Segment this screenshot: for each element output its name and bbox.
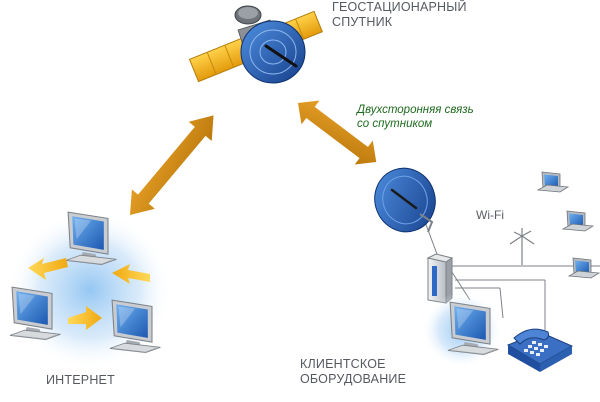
laptop-icon bbox=[568, 257, 600, 279]
link-arrow-internet bbox=[118, 105, 226, 225]
link-note: Двухсторонняя связь со спутником bbox=[357, 103, 474, 131]
wifi-label: Wi-Fi bbox=[476, 208, 504, 222]
satellite-label: ГЕОСТАЦИОНАРНЫЙ СПУТНИК bbox=[332, 0, 467, 30]
phone-icon bbox=[506, 328, 574, 372]
exchange-arrows bbox=[28, 258, 150, 330]
client-label-line2: ОБОРУДОВАНИЕ bbox=[300, 372, 407, 386]
link-note-line1: Двухсторонняя связь bbox=[357, 104, 474, 116]
laptop-icon bbox=[562, 210, 594, 232]
client-label: КЛИЕНТСКОЕ ОБОРУДОВАНИЕ bbox=[300, 357, 406, 387]
antenna-icon bbox=[509, 228, 535, 265]
modem-icon bbox=[426, 253, 454, 305]
laptop-icon bbox=[537, 171, 569, 193]
link-note-line2: со спутником bbox=[357, 118, 433, 130]
satellite-label-line1: ГЕОСТАЦИОНАРНЫЙ bbox=[332, 0, 467, 14]
dish-icon bbox=[374, 167, 436, 233]
client-label-line1: КЛИЕНТСКОЕ bbox=[300, 357, 386, 371]
satellite-label-line2: СПУТНИК bbox=[332, 15, 393, 29]
internet-label: ИНТЕРНЕТ bbox=[46, 373, 115, 387]
satellite-icon bbox=[188, 5, 323, 84]
